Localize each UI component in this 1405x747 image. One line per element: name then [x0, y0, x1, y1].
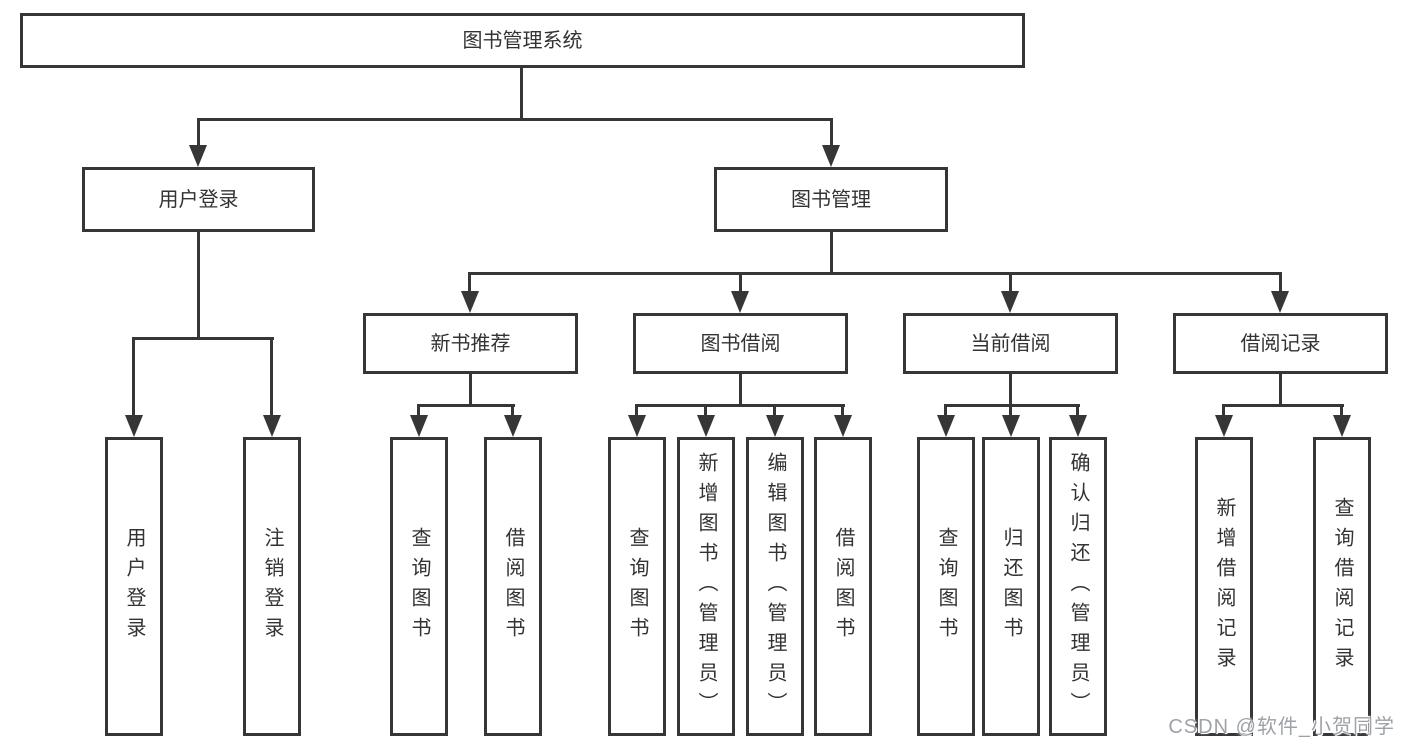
node-label: 图书借阅 [700, 332, 781, 355]
connector-line [1340, 407, 1343, 418]
node-library-system: 图书管理系统 [20, 13, 1025, 68]
node-label: 新书推荐 [430, 332, 511, 355]
connector-line [830, 118, 833, 147]
node-new-book-recommend: 新书推荐 [363, 313, 578, 374]
connector-arrow [937, 415, 955, 437]
connector-arrow [1069, 415, 1087, 437]
connector-line [520, 68, 523, 120]
connector-line [635, 404, 845, 407]
connector-line [1009, 374, 1012, 407]
leaf-add-book-admin: 新增图书（管理员） [677, 437, 735, 736]
connector-line [830, 232, 833, 275]
leaf-edit-book-admin: 编辑图书（管理员） [746, 437, 804, 736]
connector-line [132, 340, 135, 417]
connector-line [197, 232, 200, 339]
connector-arrow [189, 145, 207, 167]
connector-line [270, 340, 273, 417]
node-book-borrowing: 图书借阅 [633, 313, 848, 374]
connector-line [841, 407, 844, 418]
connector-arrow [1215, 415, 1233, 437]
connector-line [1222, 404, 1344, 407]
connector-arrow [1333, 415, 1351, 437]
connector-arrow [1002, 415, 1020, 437]
connector-line [197, 118, 833, 121]
node-label: 当前借阅 [970, 332, 1051, 355]
node-label: 查询图书 [408, 526, 430, 647]
connector-line [468, 272, 1282, 275]
connector-line [944, 404, 1080, 407]
leaf-user-login: 用户登录 [105, 437, 163, 736]
connector-line [1222, 407, 1225, 418]
node-label: 编辑图书（管理员） [764, 451, 786, 722]
connector-line [511, 407, 514, 418]
connector-arrow [628, 415, 646, 437]
connector-line [469, 374, 472, 407]
node-label: 借阅记录 [1240, 332, 1321, 355]
connector-line [1009, 272, 1012, 293]
connector-arrow [1271, 291, 1289, 313]
connector-arrow [410, 415, 428, 437]
leaf-query-borrow-record: 查询借阅记录 [1313, 437, 1371, 736]
connector-arrow [834, 415, 852, 437]
node-borrowing-records: 借阅记录 [1173, 313, 1388, 374]
connector-line [1076, 407, 1079, 418]
leaf-confirm-return-admin: 确认归还（管理员） [1049, 437, 1107, 736]
connector-arrow [766, 415, 784, 437]
node-book-management: 图书管理 [714, 167, 948, 232]
connector-line [1009, 407, 1012, 418]
connector-arrow [504, 415, 522, 437]
connector-line [1279, 374, 1282, 407]
connector-arrow [1001, 291, 1019, 313]
connector-line [468, 272, 471, 293]
node-label: 查询借阅记录 [1331, 496, 1353, 677]
node-label: 查询图书 [935, 526, 957, 647]
node-label: 查询图书 [626, 526, 648, 647]
node-label: 用户登录 [123, 526, 145, 647]
connector-line [635, 407, 638, 418]
node-label: 图书管理系统 [462, 29, 583, 52]
leaf-add-borrow-record: 新增借阅记录 [1195, 437, 1253, 736]
leaf-logout: 注销登录 [243, 437, 301, 736]
connector-line [417, 407, 420, 418]
connector-line [944, 407, 947, 418]
connector-line [704, 407, 707, 418]
node-label: 注销登录 [261, 526, 283, 647]
connector-line [132, 337, 274, 340]
connector-arrow [263, 415, 281, 437]
leaf-borrow-books-recommend: 借阅图书 [484, 437, 542, 736]
connector-line [417, 404, 515, 407]
node-label: 图书管理 [791, 188, 871, 211]
node-user-login: 用户登录 [82, 167, 315, 232]
connector-arrow [125, 415, 143, 437]
leaf-query-books-borrowing: 查询图书 [608, 437, 666, 736]
connector-arrow [731, 291, 749, 313]
node-label: 借阅图书 [832, 526, 854, 647]
leaf-query-books-recommend: 查询图书 [390, 437, 448, 736]
node-label: 新增图书（管理员） [695, 451, 717, 722]
connector-line [197, 118, 200, 147]
connector-arrow [822, 145, 840, 167]
node-label: 新增借阅记录 [1213, 496, 1235, 677]
leaf-return-book: 归还图书 [982, 437, 1040, 736]
node-label: 用户登录 [158, 188, 239, 211]
connector-arrow [461, 291, 479, 313]
connector-line [773, 407, 776, 418]
node-current-borrowing: 当前借阅 [903, 313, 1118, 374]
connector-line [739, 272, 742, 293]
node-label: 借阅图书 [502, 526, 524, 647]
connector-arrow [697, 415, 715, 437]
node-label: 归还图书 [1000, 526, 1022, 647]
node-label: 确认归还（管理员） [1067, 451, 1089, 722]
leaf-borrow-books-borrowing: 借阅图书 [814, 437, 872, 736]
connector-line [739, 374, 742, 407]
leaf-query-books-current: 查询图书 [917, 437, 975, 736]
connector-line [1279, 272, 1282, 293]
